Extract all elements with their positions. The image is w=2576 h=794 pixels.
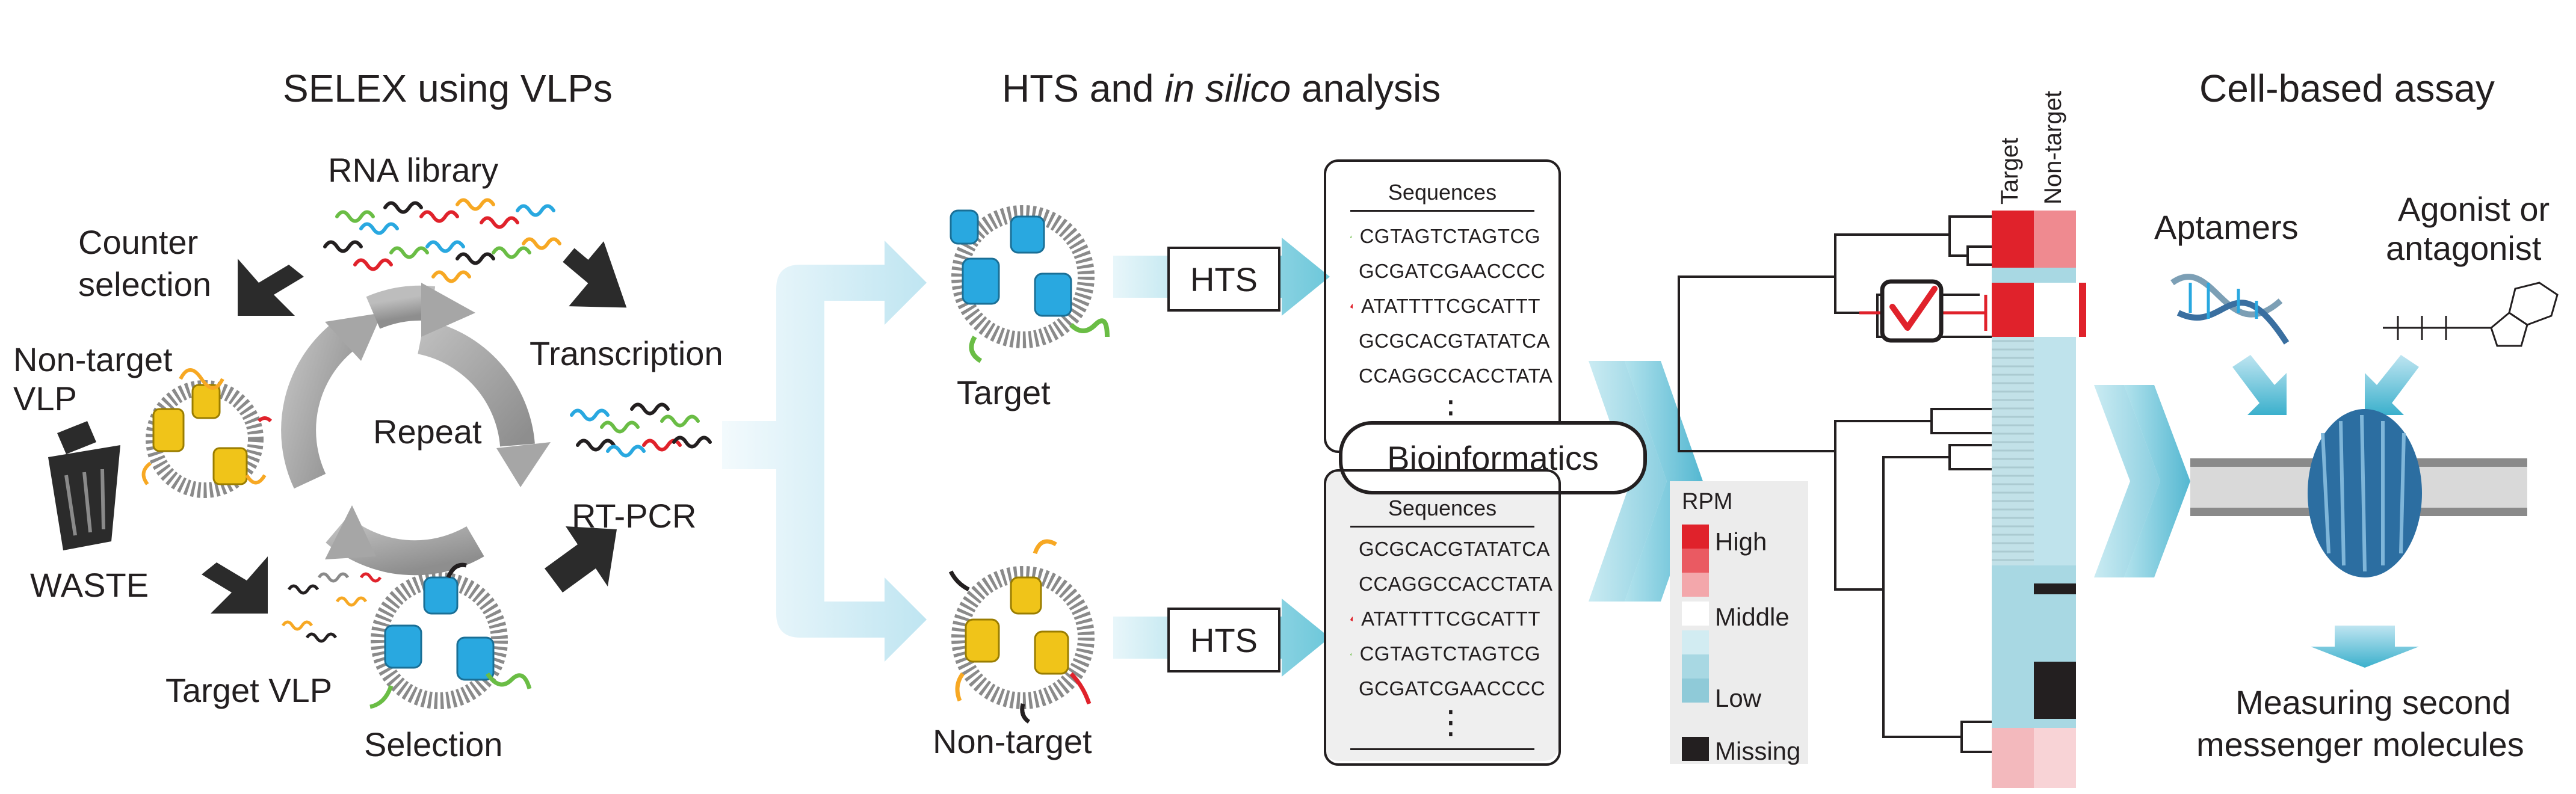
sequence-row: ATATTTTCGCATTT xyxy=(1350,292,1540,321)
legend-middle: Middle xyxy=(1715,603,1790,631)
assay-panel-title: Cell-based assay xyxy=(2199,67,2495,110)
legend-low: Low xyxy=(1715,684,1762,712)
transcription-label: Transcription xyxy=(530,334,723,372)
gpcr-receptor xyxy=(2308,409,2422,577)
sequence-text: GCGATCGAACCCC xyxy=(1359,260,1546,282)
sequence-row: GCGATCGAACCCC xyxy=(1350,257,1545,286)
sequence-row: GCGATCGAACCCC xyxy=(1350,674,1545,703)
counter-selection-label-1: Counter xyxy=(78,223,199,261)
selection-squiggles xyxy=(281,572,382,643)
small-arrows xyxy=(2232,355,2419,415)
sequence-text: CCAGGCCACCTATA xyxy=(1359,365,1553,387)
hts-panel-title: HTS and in silico analysis xyxy=(1002,69,1441,108)
rt-pcr-squiggles xyxy=(570,402,712,458)
rna-library-squiggles xyxy=(323,198,561,283)
step-arrows xyxy=(202,241,627,614)
legend-missing: Missing xyxy=(1715,737,1801,765)
sequence-row: CGTAGTCTAGTCG xyxy=(1350,222,1540,251)
legend-high: High xyxy=(1715,528,1767,556)
split-arrow xyxy=(722,241,927,662)
rna-strand-icon xyxy=(1350,304,1353,309)
sequences-header-bottom: Sequences xyxy=(1388,496,1497,520)
hts-title-pre: HTS and xyxy=(1002,67,1165,110)
sequence-row: GCGCACGTATATCA xyxy=(1350,327,1550,355)
target-vlp-label: Target VLP xyxy=(165,671,333,709)
sequence-text: GCGCACGTATATCA xyxy=(1359,330,1551,352)
sequence-row: ATATTTTCGCATTT xyxy=(1350,605,1540,633)
sequence-text: CGTAGTCTAGTCG xyxy=(1359,642,1540,665)
aptamer-dna-icon xyxy=(2170,274,2290,345)
hts-title-italic: in silico xyxy=(1164,67,1291,110)
hts-box-bottom: HTS xyxy=(1167,608,1280,672)
non-target-vlp-label-2: VLP xyxy=(13,380,77,417)
chevron-arrows-right xyxy=(2094,385,2190,577)
sequence-text: CGTAGTCTAGTCG xyxy=(1359,225,1540,247)
agonist-molecule-icon xyxy=(2383,282,2559,347)
sequence-row: CGTAGTCTAGTCG xyxy=(1350,639,1540,668)
target-vlp-center xyxy=(950,205,1110,363)
heatmap-col-non-target: Non-target xyxy=(2040,91,2066,205)
dendrogram xyxy=(1678,215,1992,753)
sequence-text: GCGCACGTATATCA xyxy=(1359,538,1551,560)
divider xyxy=(1350,748,1534,750)
selection-label: Selection xyxy=(364,725,503,763)
heatmap xyxy=(1992,211,2086,788)
counter-selection-label-2: selection xyxy=(78,265,212,303)
sequence-row: CCAGGCCACCTATA xyxy=(1350,570,1552,599)
non-target-vlp-label-1: Non-target xyxy=(13,340,173,378)
rna-library-label: RNA library xyxy=(328,151,499,189)
checkmark-icon xyxy=(1889,286,1938,331)
measuring-label-1: Measuring second xyxy=(2235,683,2511,721)
aptamers-label: Aptamers xyxy=(2154,208,2299,246)
selex-panel-title: SELEX using VLPs xyxy=(283,67,613,110)
heatmap-col-target: Target xyxy=(1997,137,2023,205)
sequences-header-top: Sequences xyxy=(1388,180,1497,205)
agonist-label-1: Agonist or xyxy=(2398,190,2550,228)
rna-strand-icon xyxy=(1350,235,1351,238)
repeat-cycle xyxy=(281,283,551,576)
measuring-label-2: messenger molecules xyxy=(2196,725,2524,763)
waste-label: WASTE xyxy=(30,566,149,604)
hts-title-post: analysis xyxy=(1291,67,1441,110)
legend-title: RPM xyxy=(1682,489,1733,514)
divider xyxy=(1350,526,1534,528)
target-sequences-box: Sequences CGTAGTCTAGTCG GCGATCGAACCCC ATAT… xyxy=(1324,159,1561,453)
agonist-label-2: antagonist xyxy=(2386,229,2542,267)
target-label: Target xyxy=(957,374,1051,411)
legend-swatches xyxy=(1682,525,1709,761)
sequence-row: CCAGGCCACCTATA xyxy=(1350,362,1552,390)
rna-strand-icon xyxy=(1350,653,1351,656)
non-target-vlp-center xyxy=(948,539,1095,724)
sequence-row: GCGCACGTATATCA xyxy=(1350,535,1550,564)
divider xyxy=(1350,210,1534,212)
sequence-text: GCGATCGAACCCC xyxy=(1359,677,1546,700)
repeat-label: Repeat xyxy=(373,413,482,451)
down-arrow xyxy=(2311,626,2419,668)
target-vlp-graphic xyxy=(369,562,532,709)
non-target-label: Non-target xyxy=(933,722,1092,760)
hts-box-top: HTS xyxy=(1167,247,1280,312)
seq-box-bottom-fill xyxy=(1324,469,1558,761)
waste-bin-icon xyxy=(48,421,120,550)
sequence-text: ATATTTTCGCATTT xyxy=(1361,295,1540,317)
sequence-text: CCAGGCCACCTATA xyxy=(1359,573,1553,595)
non-target-vlp-graphic xyxy=(141,368,273,498)
rna-strand-icon xyxy=(1350,617,1353,622)
non-target-sequences-box: Sequences GCGCACGTATATCA CCAGGCCACCTATA AT… xyxy=(1324,469,1561,766)
sequence-text: ATATTTTCGCATTT xyxy=(1361,608,1540,630)
ellipsis-bottom: ⋮ xyxy=(1435,704,1467,740)
rt-pcr-label: RT-PCR xyxy=(572,497,697,535)
